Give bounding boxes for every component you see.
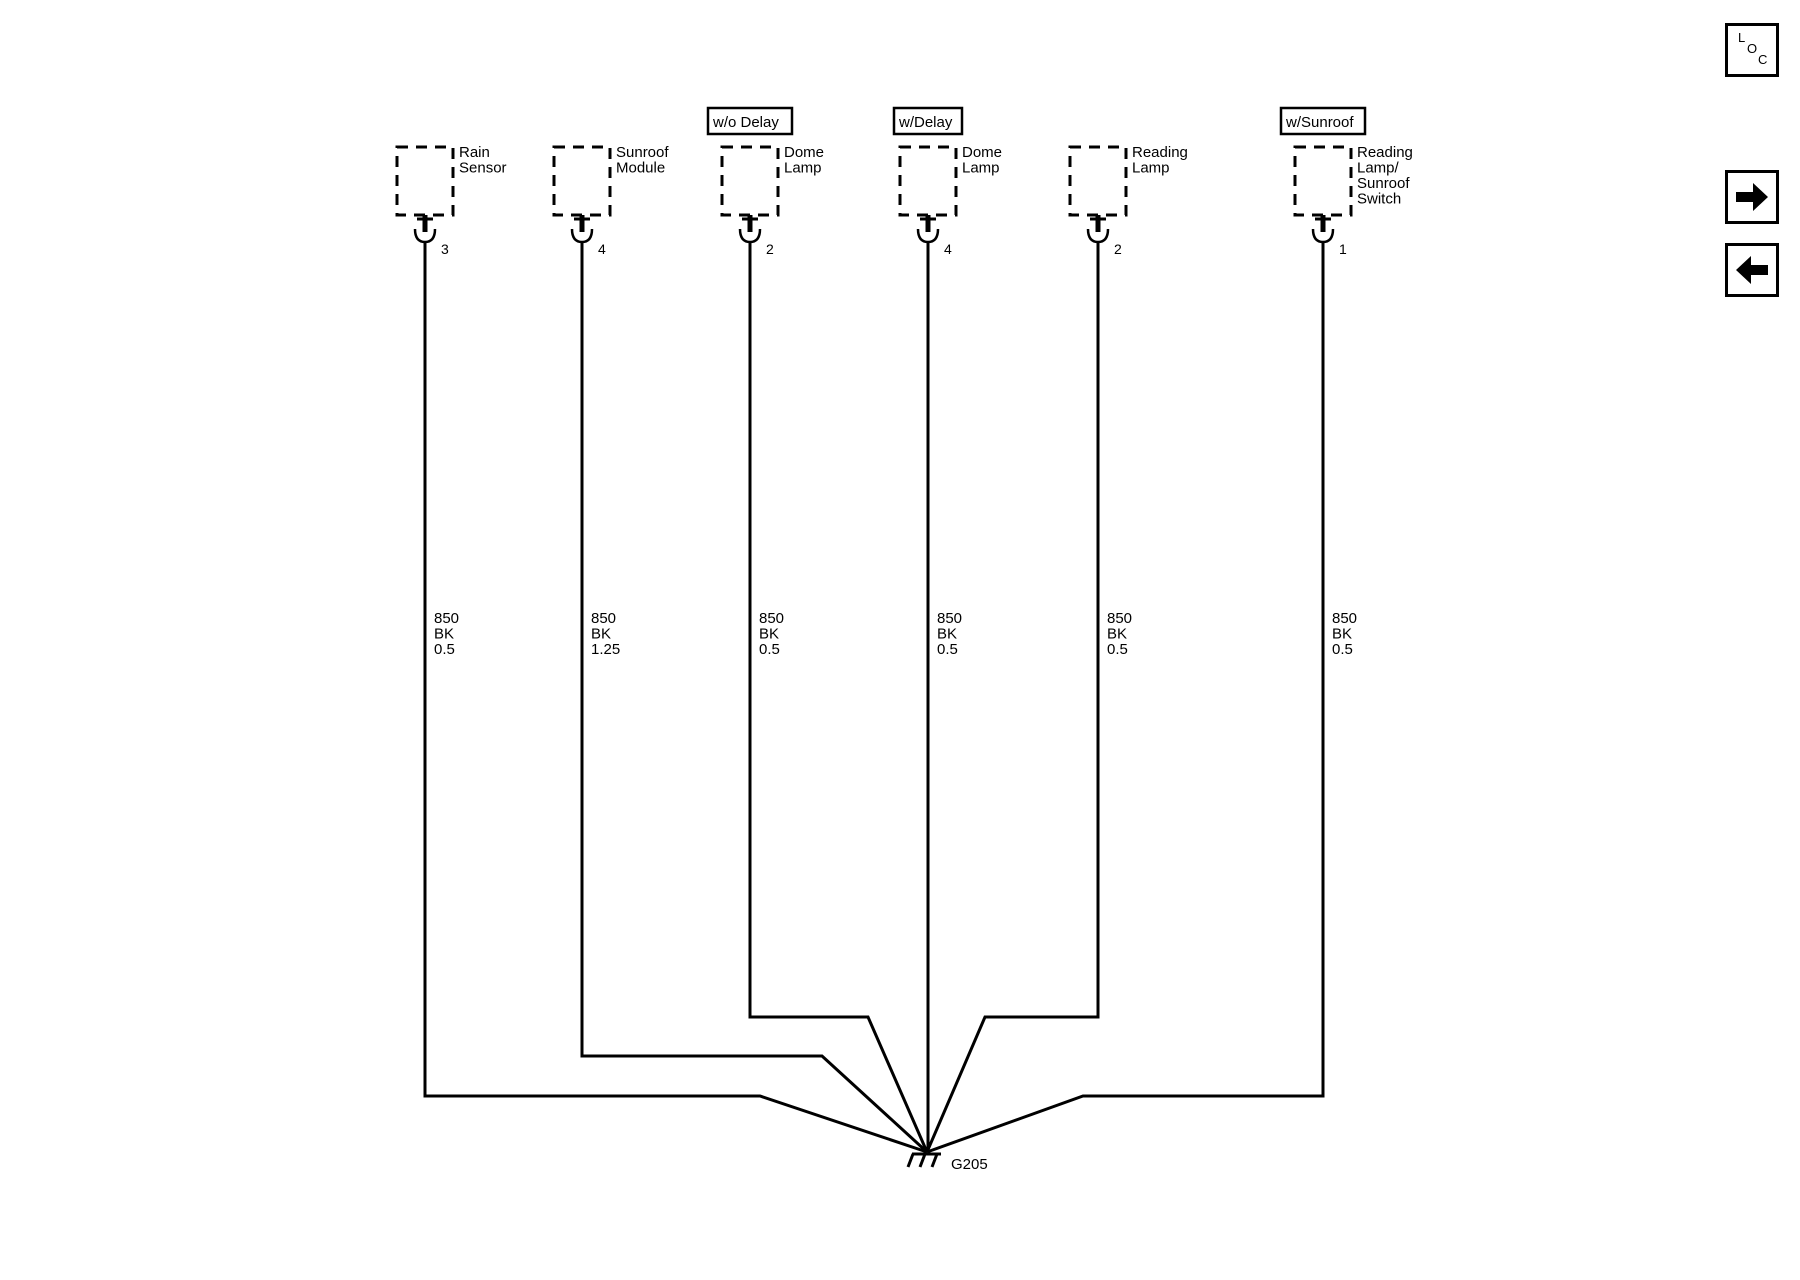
wire-spec: 0.5 (434, 641, 455, 658)
wire-spec: 850 (591, 610, 616, 627)
loc-letter-o: O (1747, 41, 1758, 56)
wire-spec: 1.25 (591, 641, 620, 658)
wire-spec: 850 (1332, 610, 1357, 627)
pin-number: 1 (1339, 241, 1347, 257)
ground-hatch (918, 1153, 927, 1168)
wire-spec: BK (591, 626, 611, 643)
wire (748, 242, 929, 1153)
arrow-right-icon (1736, 183, 1768, 211)
option-tag-label: w/Delay (898, 114, 953, 131)
component-name: Sunroof (616, 144, 669, 161)
option-tag-label: w/o Delay (712, 114, 779, 131)
loc-letter-c: C (1758, 52, 1768, 67)
wire-spec: 0.5 (1332, 641, 1353, 658)
component-name: Reading (1357, 144, 1413, 161)
component-box (720, 145, 780, 217)
wire-spec: 0.5 (1107, 641, 1128, 658)
component-box (395, 145, 455, 217)
wire (926, 242, 1325, 1154)
component-name: Switch (1357, 191, 1401, 208)
component-name: Lamp/ (1357, 160, 1400, 177)
component-box (552, 145, 612, 217)
arrow-left-icon (1736, 256, 1768, 284)
ground-label: G205 (951, 1156, 988, 1173)
wire-spec: BK (759, 626, 779, 643)
option-tag (892, 106, 964, 136)
back-button[interactable] (1725, 243, 1779, 297)
wire-spec: 850 (1107, 610, 1132, 627)
pin-number: 2 (1114, 241, 1122, 257)
wire-spec: 850 (434, 610, 459, 627)
wire-spec: 0.5 (937, 641, 958, 658)
component-name: Lamp (1132, 160, 1170, 177)
wire-spec: 850 (759, 610, 784, 627)
option-tag (1279, 106, 1367, 136)
component-name: Sensor (459, 160, 507, 177)
component-name: Rain (459, 144, 490, 161)
wire-spec: BK (1332, 626, 1352, 643)
component-name: Reading (1132, 144, 1188, 161)
component-name: Dome (962, 144, 1002, 161)
wire-spec: BK (434, 626, 454, 643)
loc-letter-l: L (1738, 30, 1746, 45)
wire-spec: BK (937, 626, 957, 643)
component-box (1293, 145, 1353, 217)
component-name: Lamp (784, 160, 822, 177)
wire-spec: 850 (937, 610, 962, 627)
pin-number: 2 (766, 241, 774, 257)
component-name: Lamp (962, 160, 1000, 177)
pin-number: 4 (944, 241, 952, 257)
pin-number: 3 (441, 241, 449, 257)
forward-button[interactable] (1725, 170, 1779, 224)
component-box (898, 145, 958, 217)
option-tag (706, 106, 794, 136)
pin-number: 4 (598, 241, 606, 257)
option-tag-label: w/Sunroof (1285, 114, 1354, 131)
location-button[interactable]: L O C (1725, 23, 1779, 77)
component-name: Dome (784, 144, 824, 161)
wire-spec: BK (1107, 626, 1127, 643)
component-name: Sunroof (1357, 175, 1410, 192)
ground-hatch (906, 1153, 915, 1168)
ground-symbol: G205 (906, 1152, 988, 1173)
wire-spec: 0.5 (759, 641, 780, 658)
ground-hatch (930, 1153, 939, 1168)
component-name: Module (616, 160, 665, 177)
wire (580, 242, 929, 1154)
component-box (1068, 145, 1128, 217)
wire (423, 242, 928, 1154)
wire (925, 242, 1100, 1153)
component-6: w/SunroofReadingLamp/SunroofSwitch1850BK… (926, 106, 1413, 1154)
